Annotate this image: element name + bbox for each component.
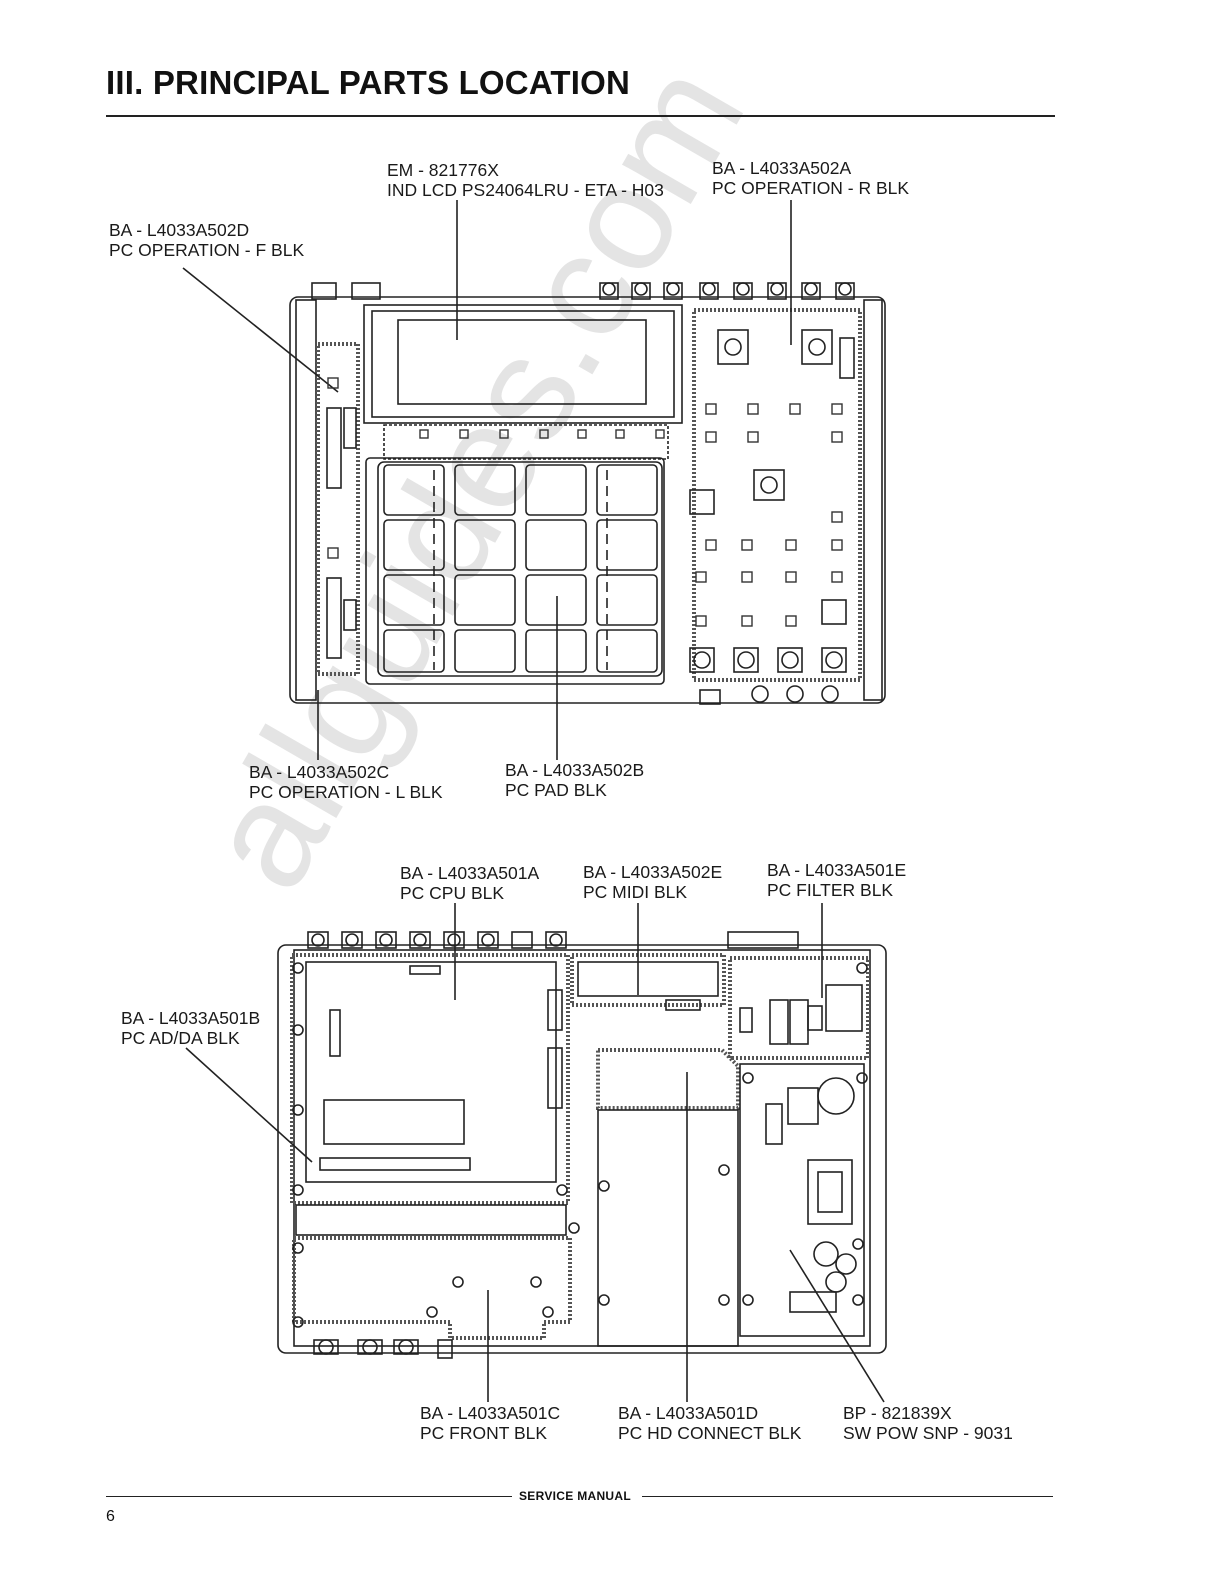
label-part-number: BA - L4033A502B xyxy=(505,760,645,780)
label-ba-l4033a501b: BA - L4033A501B PC AD/DA BLK xyxy=(121,1008,260,1048)
label-ba-l4033a502b: BA - L4033A502B PC PAD BLK xyxy=(505,760,644,800)
label-part-number: BA - L4033A502A xyxy=(712,158,852,178)
label-part-name: PC AD/DA BLK xyxy=(121,1028,240,1048)
label-part-name: PC MIDI BLK xyxy=(583,882,688,902)
label-part-number: BA - L4033A501C xyxy=(420,1403,561,1423)
label-part-name: PC CPU BLK xyxy=(400,883,505,903)
label-part-number: BA - L4033A502C xyxy=(249,762,390,782)
footer-rule-right xyxy=(642,1496,1053,1498)
label-bp-821839x: BP - 821839X SW POW SNP - 9031 xyxy=(843,1403,1013,1443)
label-part-number: BA - L4033A502E xyxy=(583,862,723,882)
top-view-diagram xyxy=(182,200,886,760)
label-part-name: PC OPERATION - L BLK xyxy=(249,782,443,802)
page-number: 6 xyxy=(106,1508,115,1525)
label-part-name: PC FRONT BLK xyxy=(420,1423,548,1443)
footer-label: SERVICE MANUAL xyxy=(519,1489,631,1503)
label-part-number: BA - L4033A501E xyxy=(767,860,907,880)
label-part-number: EM - 821776X xyxy=(387,160,499,180)
label-ba-l4033a502d: BA - L4033A502D PC OPERATION - F BLK xyxy=(109,220,304,260)
label-ba-l4033a502e: BA - L4033A502E PC MIDI BLK xyxy=(583,862,722,902)
label-part-name: PC OPERATION - R BLK xyxy=(712,178,910,198)
label-ba-l4033a501a: BA - L4033A501A PC CPU BLK xyxy=(400,863,539,903)
label-part-name: PC OPERATION - F BLK xyxy=(109,240,305,260)
label-ba-l4033a501e: BA - L4033A501E PC FILTER BLK xyxy=(767,860,906,900)
label-part-name: IND LCD PS24064LRU - ETA - H03 xyxy=(387,180,664,200)
label-part-number: BA - L4033A501D xyxy=(618,1403,759,1423)
label-part-number: BA - L4033A502D xyxy=(109,220,250,240)
label-em-821776x: EM - 821776X IND LCD PS24064LRU - ETA - … xyxy=(387,160,664,200)
label-ba-l4033a502c: BA - L4033A502C PC OPERATION - L BLK xyxy=(249,762,443,802)
page-title: III. PRINCIPAL PARTS LOCATION xyxy=(106,64,631,101)
label-part-number: BP - 821839X xyxy=(843,1403,952,1423)
label-part-name: SW POW SNP - 9031 xyxy=(843,1423,1013,1443)
label-part-name: PC HD CONNECT BLK xyxy=(618,1423,802,1443)
title-rule xyxy=(106,115,1055,117)
label-ba-l4033a501d: BA - L4033A501D PC HD CONNECT BLK xyxy=(618,1403,801,1443)
label-part-number: BA - L4033A501B xyxy=(121,1008,261,1028)
label-ba-l4033a501c: BA - L4033A501C PC FRONT BLK xyxy=(420,1403,560,1443)
footer-rule-left xyxy=(106,1496,512,1498)
label-part-name: PC FILTER BLK xyxy=(767,880,894,900)
label-part-name: PC PAD BLK xyxy=(505,780,607,800)
label-ba-l4033a502a: BA - L4033A502A PC OPERATION - R BLK xyxy=(712,158,909,198)
label-part-number: BA - L4033A501A xyxy=(400,863,540,883)
